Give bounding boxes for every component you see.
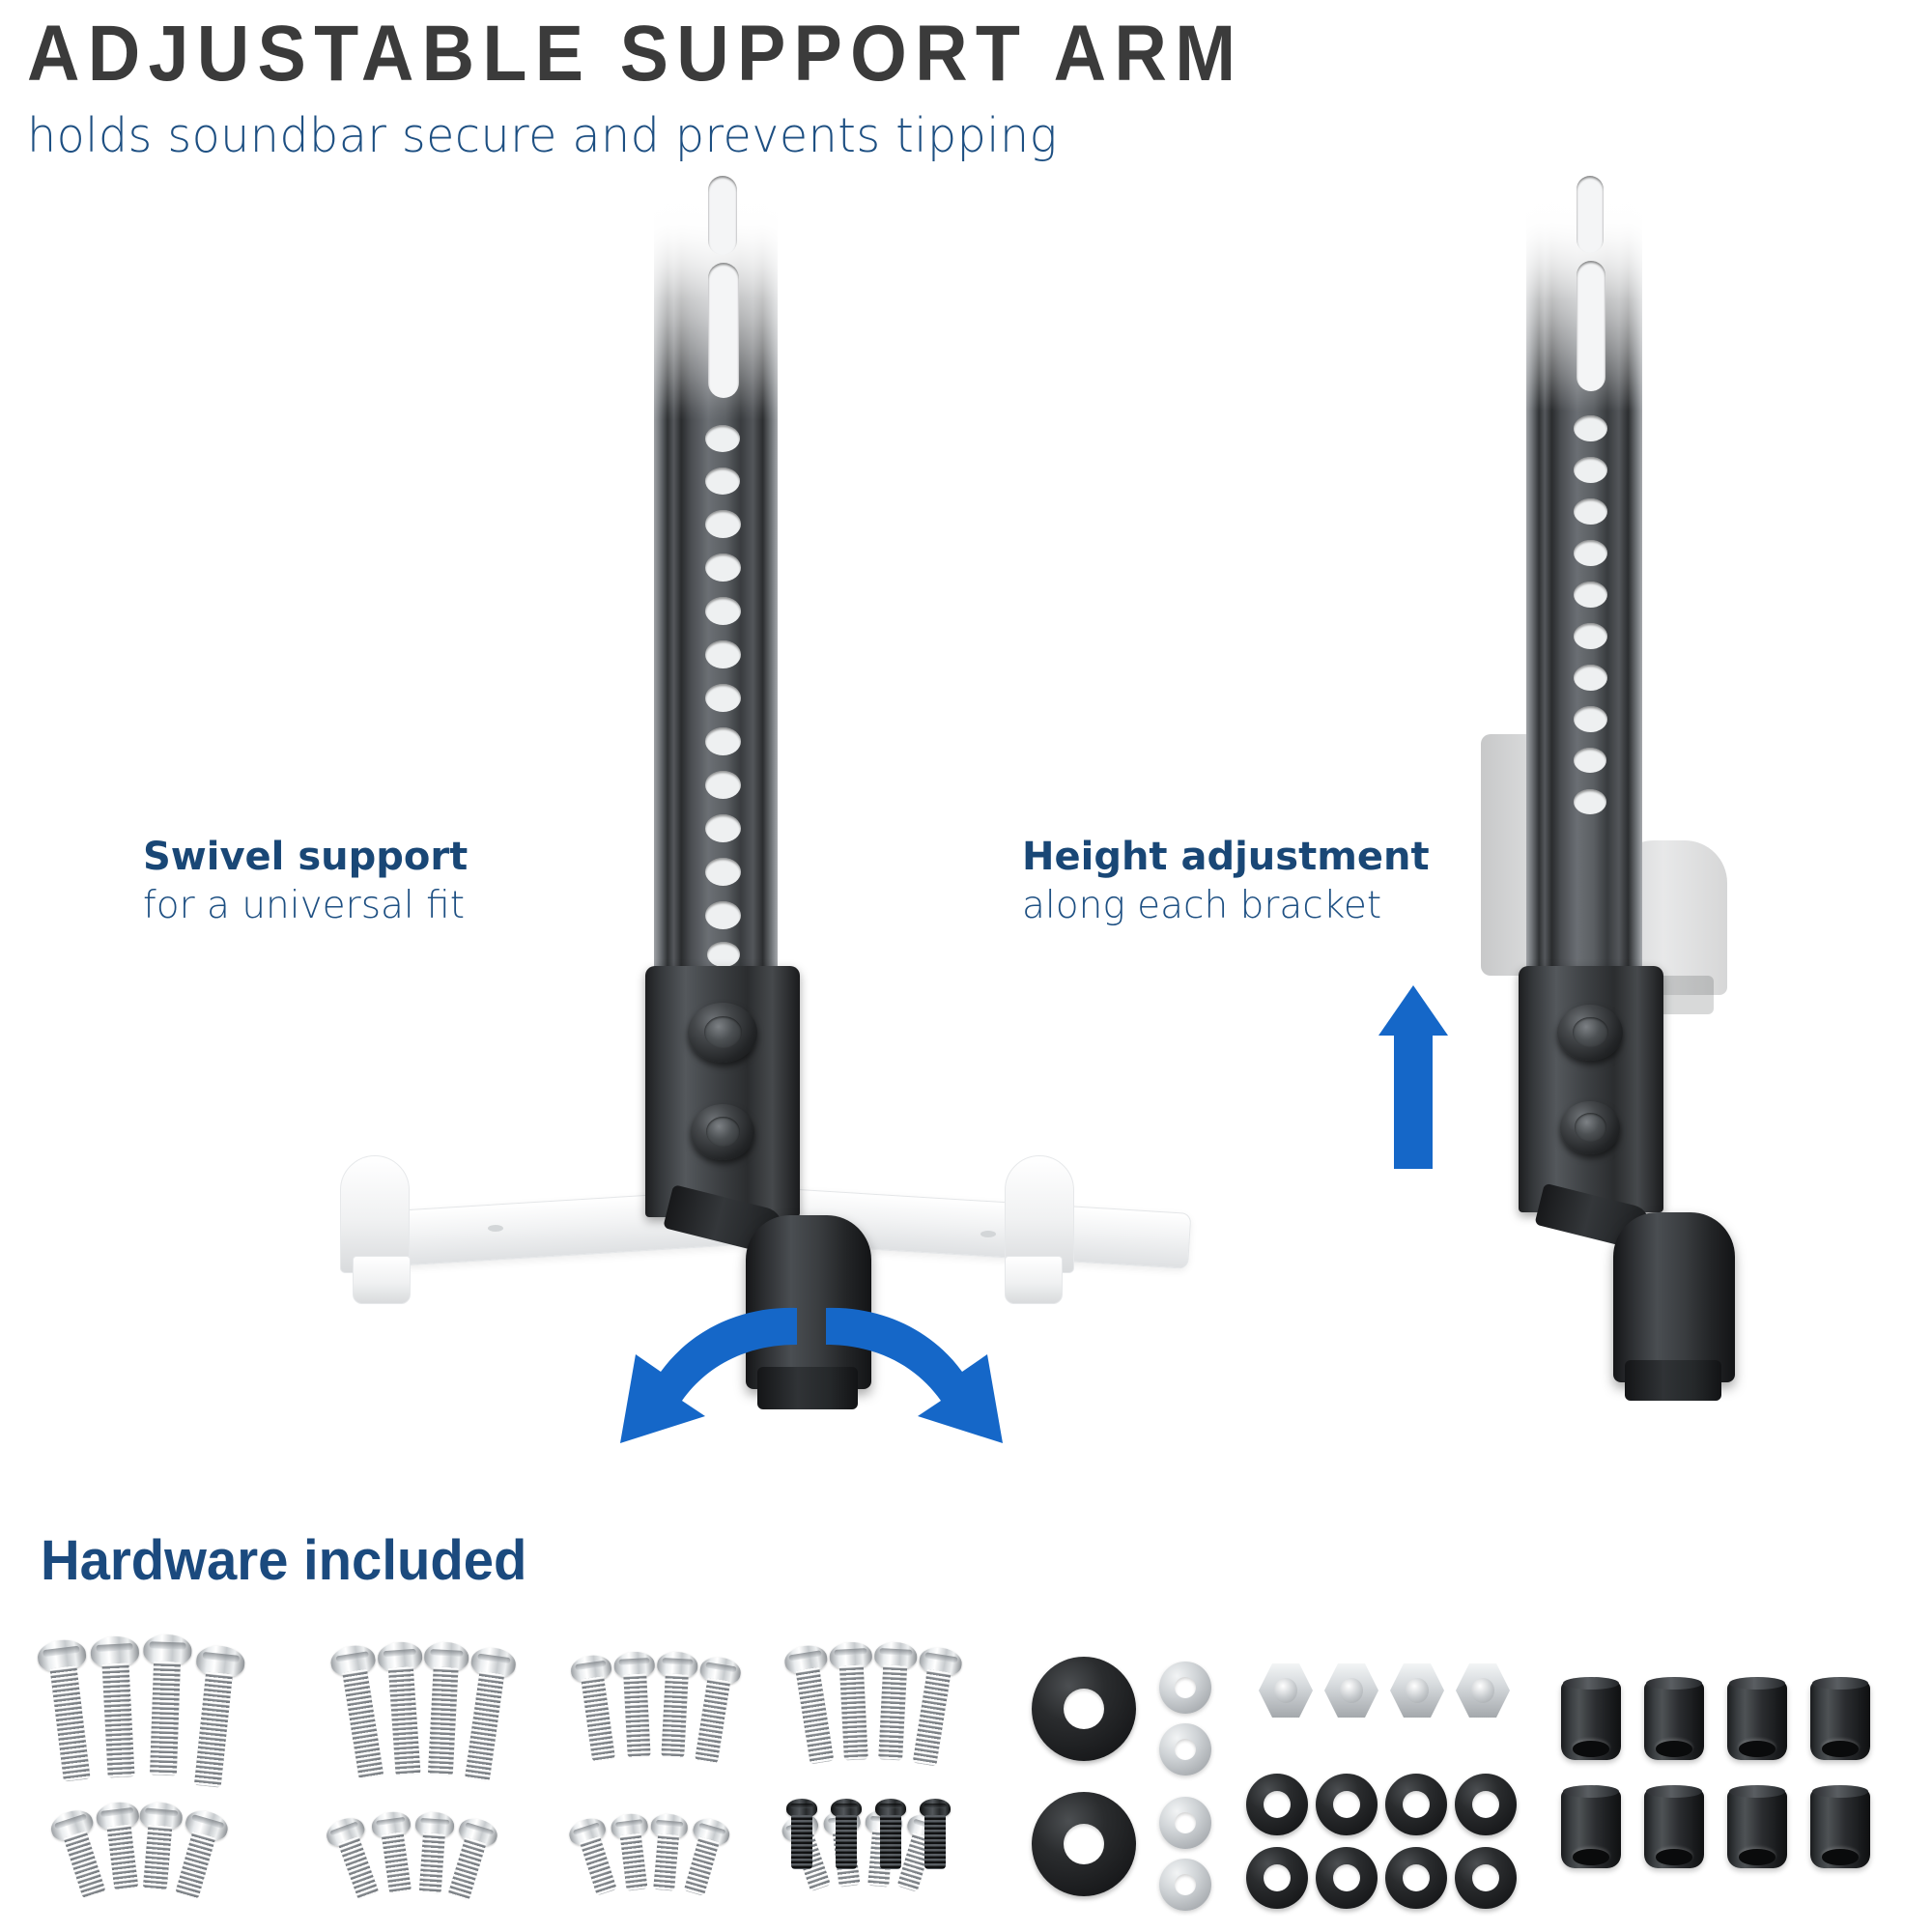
small-silver-washer [1159,1797,1211,1849]
hardware-group-black-set-screws [786,1799,1014,1915]
adjustment-knob-upper[interactable] [688,1003,757,1063]
callout-height-title: Height adjustment [1022,835,1430,879]
hex-nut [1390,1663,1444,1718]
black-washer [1385,1774,1447,1835]
adjustment-knob-lower[interactable] [691,1104,754,1160]
right-assembly-illustration [1159,0,1932,1449]
callout-swivel-title: Swivel support [143,835,469,879]
small-silver-washer [1159,1859,1211,1911]
black-spacer [1561,1676,1621,1760]
black-spacer [1727,1676,1787,1760]
small-silver-washer [1159,1723,1211,1776]
ghost-foot-left [353,1256,411,1304]
height-arrow-shaft [1394,1034,1433,1169]
rail-hole [1574,665,1607,691]
page-title: ADJUSTABLE SUPPORT ARM [27,10,1244,98]
swivel-foot-pad [746,1215,871,1389]
rail-hole [705,510,741,538]
rail-hole [705,684,741,712]
callout-height-adjustment: Height adjustment along each bracket [1022,833,1430,931]
hex-nut [1259,1663,1313,1718]
ghost-end-tab-right [1005,1155,1074,1273]
rail-hole [705,771,741,799]
black-washer [1385,1847,1447,1909]
rail-hole [705,554,741,582]
adjustment-knob-upper[interactable] [1557,1005,1623,1061]
ghost-end-tab-left [340,1155,410,1273]
swivel-foot-pad [1613,1212,1735,1382]
black-washer [1246,1774,1308,1835]
adjustment-knob-lower[interactable] [1560,1101,1620,1154]
swivel-foot-base [1625,1360,1721,1401]
height-joint-block [1519,966,1663,1212]
rail-hole [1574,623,1607,649]
rail-hole [1574,540,1607,566]
black-washer [1455,1847,1517,1909]
rail-hole [1574,457,1607,483]
ghost-foot-right [1005,1256,1063,1304]
hex-nut [1456,1663,1510,1718]
hardware-group-hex-nuts [1259,1663,1529,1741]
hardware-group-short-pan-head-screws [565,1648,829,1928]
callout-swivel-desc: for a universal fit [143,884,466,927]
hardware-section-heading: Hardware included [41,1529,527,1592]
rail-hole [705,858,741,886]
swivel-arrow-right [826,1307,1003,1443]
rail-hole [705,901,741,929]
rail-hole [1574,706,1607,732]
large-black-washer [1032,1657,1136,1761]
callout-height-desc: along each bracket [1022,884,1382,927]
rail-slot-top [1577,176,1604,253]
rail-hole [1574,582,1607,608]
rail-hole [705,425,740,452]
black-washer [1246,1847,1308,1909]
black-spacer [1810,1676,1870,1760]
height-arrow-head-icon [1378,985,1448,1036]
hex-nut [1324,1663,1378,1718]
rail-hole [705,727,741,755]
black-spacer [1644,1676,1704,1760]
swivel-arrow-left [620,1307,797,1443]
rail-hole [707,942,740,967]
hardware-group-small-silver-washers [1159,1662,1246,1927]
rail-hole [1574,415,1607,441]
rail-hole [1574,498,1607,525]
black-spacer [1727,1784,1787,1868]
rail-hole [1574,748,1606,773]
black-spacer [1644,1784,1704,1868]
black-spacer [1810,1784,1870,1868]
black-washer [1316,1774,1378,1835]
black-washer [1455,1774,1517,1835]
rail-slot-top [708,176,737,255]
ghost-hole [488,1225,503,1232]
black-washer [1316,1847,1378,1909]
rail-hole [705,468,740,495]
hardware-group-black-spacers [1561,1676,1889,1922]
header: ADJUSTABLE SUPPORT ARM holds soundbar se… [27,10,1862,166]
ghost-hole [980,1231,996,1237]
black-spacer [1561,1784,1621,1868]
hardware-group-black-washers [1246,1774,1536,1928]
hardware-group-medium-pan-head-screws [323,1636,604,1926]
small-silver-washer [1159,1662,1211,1714]
swivel-foot-base [757,1367,858,1409]
swivel-arrow-group [620,1307,1003,1443]
large-black-washer [1032,1792,1136,1896]
page-subtitle: holds soundbar secure and prevents tippi… [27,108,1058,163]
callout-swivel-support: Swivel support for a universal fit [143,833,468,931]
hardware-group-long-pan-head-screws [36,1633,319,1922]
rail-hole [705,597,741,625]
rail-hole [705,640,741,668]
rail-hole [1574,789,1606,814]
left-assembly-illustration [0,0,1192,1449]
hardware-group-large-black-washers [1032,1657,1157,1918]
rail-slot-main [1577,261,1605,391]
rail-slot-main [708,263,739,398]
rail-hole [705,814,741,842]
